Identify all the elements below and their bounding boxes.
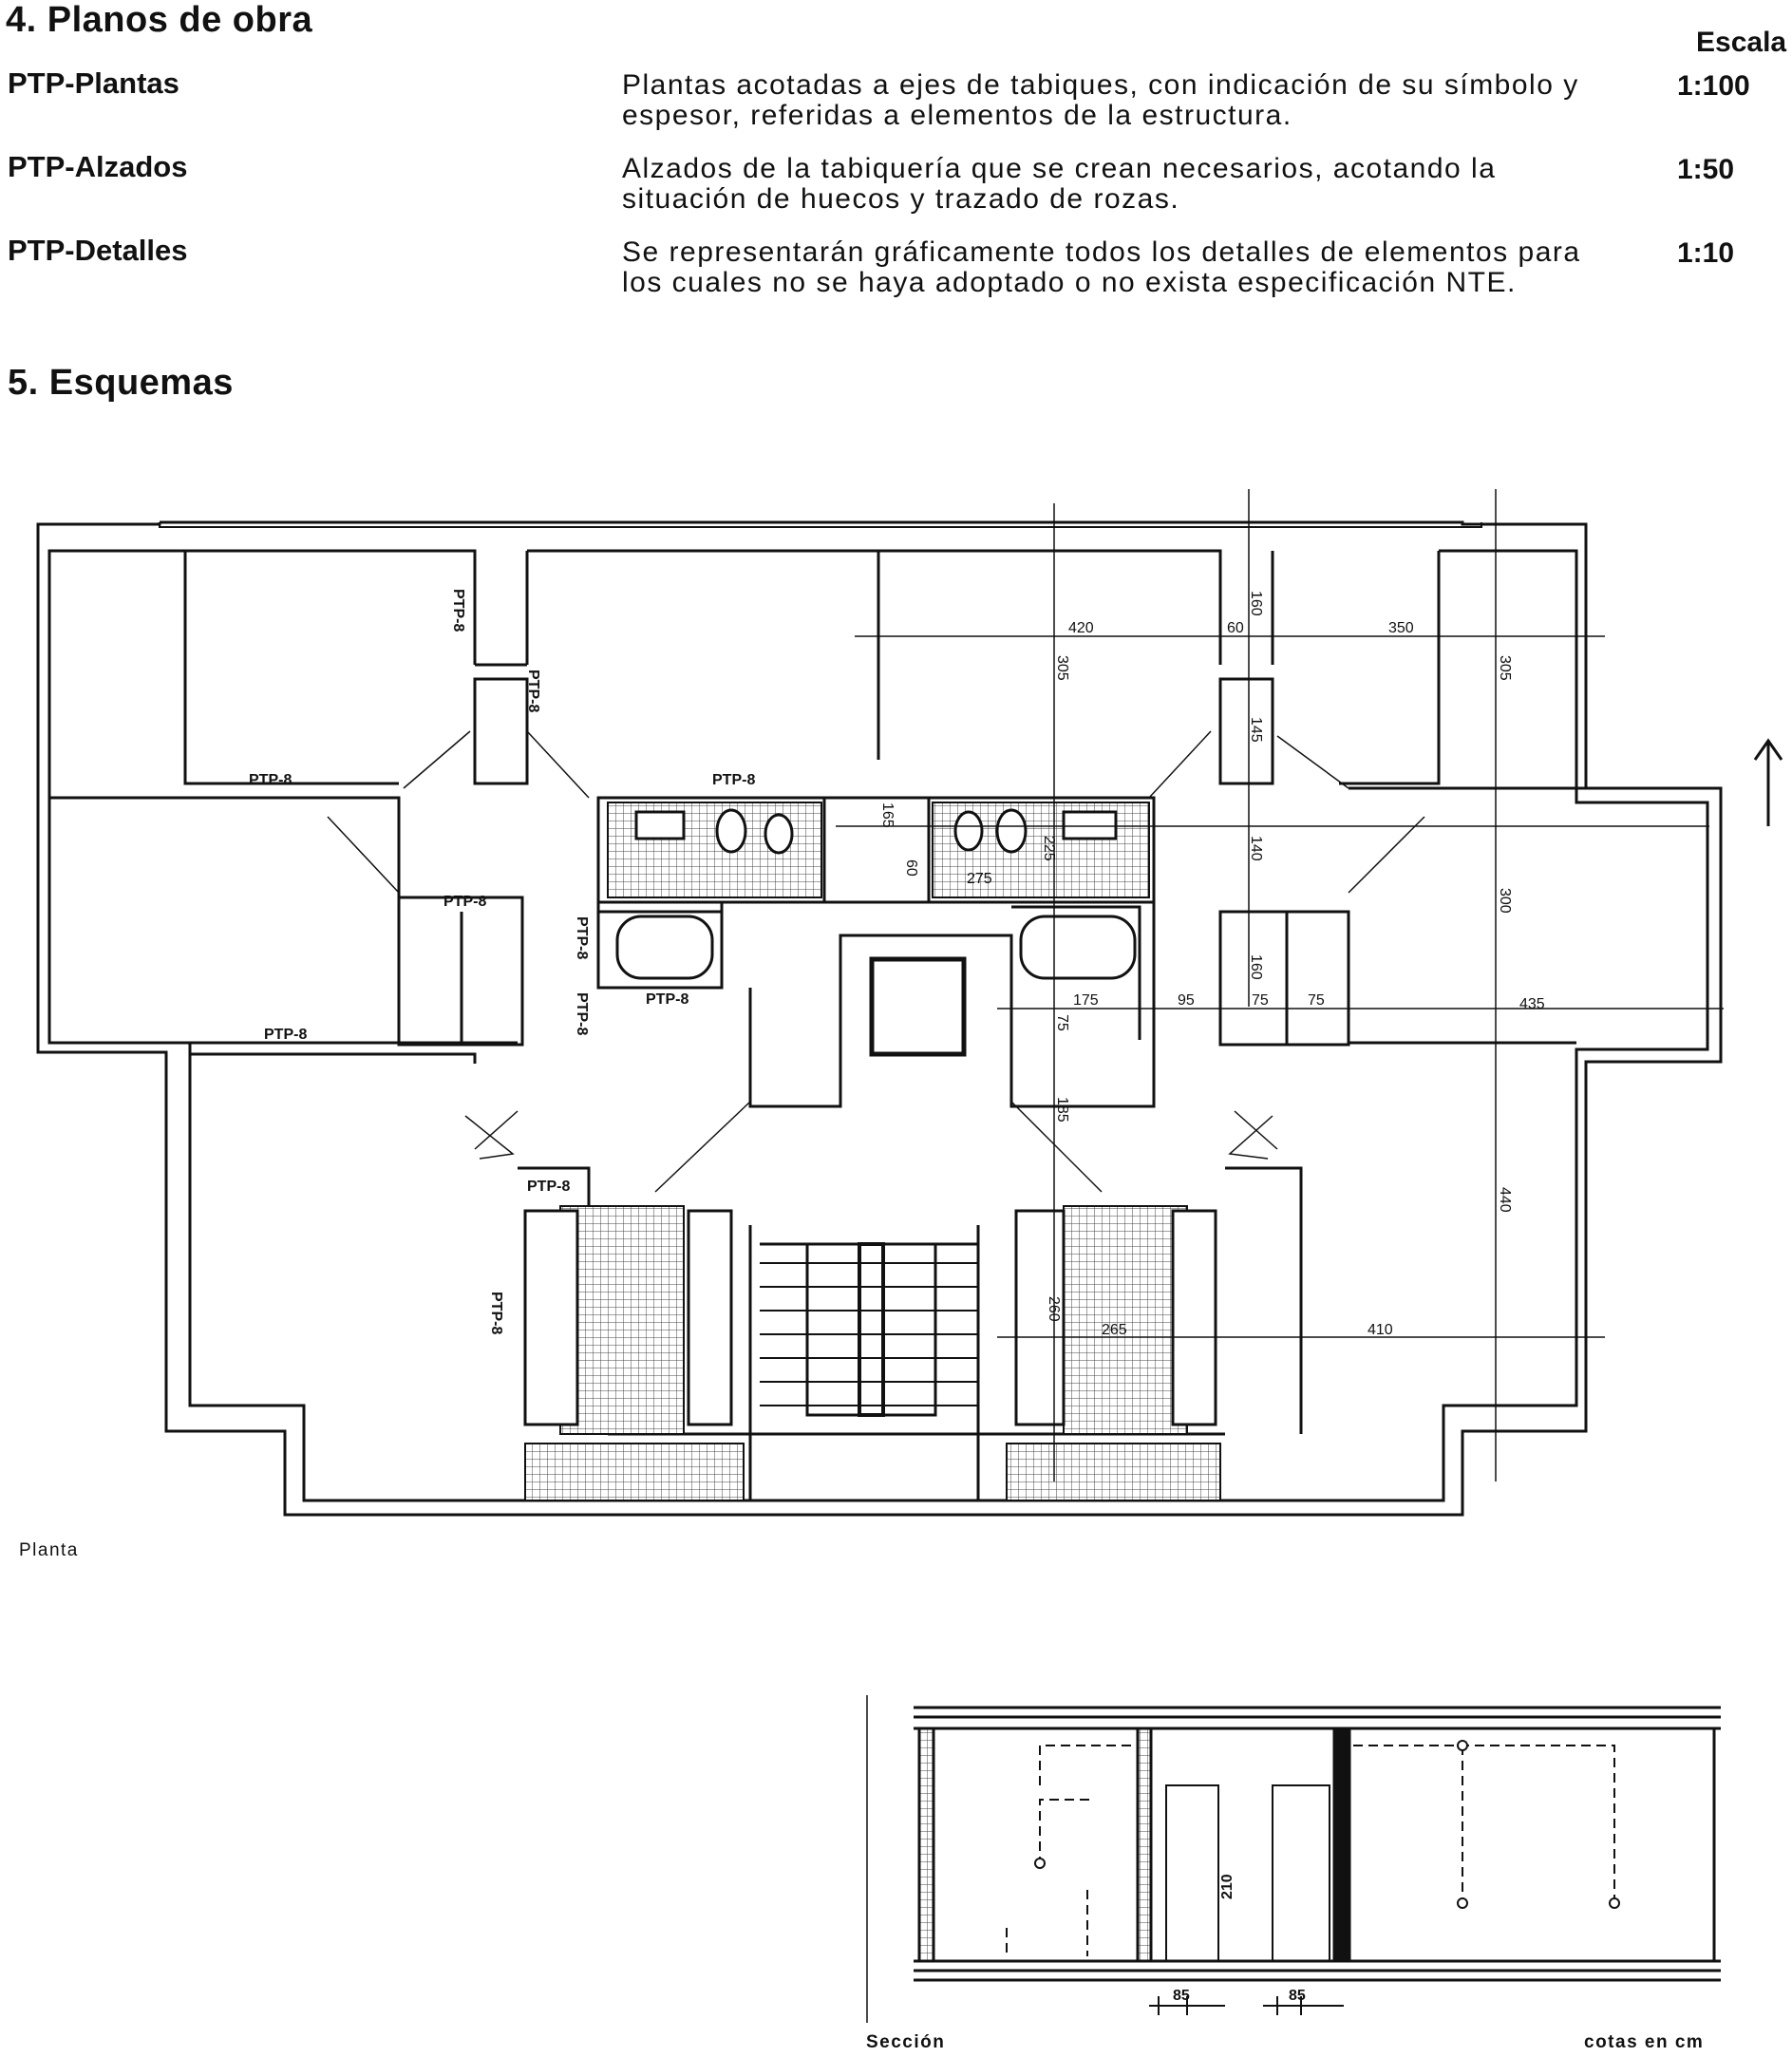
section-4-heading: 4. Planos de obra xyxy=(6,0,313,40)
dim-label: 175 xyxy=(1073,992,1099,1009)
dim-label: 275 xyxy=(967,871,992,887)
ptp-label: PTP-8 xyxy=(264,1027,307,1043)
dim-label: 160 xyxy=(1248,591,1264,616)
dim-label: 165 xyxy=(879,802,896,828)
ptp-label: PTP-8 xyxy=(525,670,541,712)
dim-label: 350 xyxy=(1388,620,1414,636)
ptp-label: PTP-8 xyxy=(249,772,292,788)
dim-label: 85 xyxy=(1173,1988,1190,2004)
plan-caption: Planta xyxy=(19,1540,79,1560)
scale-column-header: Escala xyxy=(1696,27,1787,58)
ptp-label: PTP-8 xyxy=(712,772,755,788)
ptp-label: PTP-8 xyxy=(527,1179,570,1195)
ptp-label: PTP-8 xyxy=(488,1292,504,1334)
dim-label: 225 xyxy=(1041,836,1057,861)
dim-label: 305 xyxy=(1497,655,1513,681)
row-scale-alzados: 1:50 xyxy=(1677,154,1735,185)
dim-label: 260 xyxy=(1046,1296,1062,1322)
dim-label: 75 xyxy=(1308,992,1325,1009)
dim-label: 420 xyxy=(1068,620,1094,636)
ptp-label: PTP-8 xyxy=(450,589,466,632)
north-arrow-icon xyxy=(1753,738,1783,826)
dim-label: 265 xyxy=(1102,1322,1127,1338)
dim-label: 75 xyxy=(1054,1014,1070,1031)
row-desc-alzados: Alzados de la tabiquería que se crean ne… xyxy=(622,153,1497,215)
section-drawing xyxy=(866,1695,1721,2023)
row-scale-plantas: 1:100 xyxy=(1677,70,1750,102)
dim-label: 60 xyxy=(1227,620,1244,636)
dim-label: 185 xyxy=(1054,1097,1070,1123)
units-note: cotas en cm xyxy=(1584,2032,1705,2052)
section-caption: Sección xyxy=(866,2032,946,2052)
dim-label: 305 xyxy=(1054,655,1070,681)
dim-label: 140 xyxy=(1248,836,1264,861)
ptp-label: PTP-8 xyxy=(574,992,590,1035)
ptp-label: PTP-8 xyxy=(443,894,486,910)
row-code-alzados: PTP-Alzados xyxy=(8,150,188,183)
dim-label: 160 xyxy=(1248,954,1264,980)
dim-label: 210 xyxy=(1219,1874,1236,1899)
dim-label: 410 xyxy=(1368,1322,1393,1338)
dim-label: 145 xyxy=(1248,717,1264,743)
ptp-label: PTP-8 xyxy=(646,991,689,1008)
row-desc-detalles: Se representarán gráficamente todos los … xyxy=(622,236,1581,298)
dim-label: 75 xyxy=(1252,992,1269,1009)
row-code-plantas: PTP-Plantas xyxy=(8,66,179,100)
row-code-detalles: PTP-Detalles xyxy=(8,234,188,267)
dim-label: 440 xyxy=(1497,1187,1513,1213)
dim-label: 60 xyxy=(903,859,919,877)
dim-label: 85 xyxy=(1289,1988,1306,2004)
section-5-heading: 5. Esquemas xyxy=(8,363,234,403)
row-scale-detalles: 1:10 xyxy=(1677,237,1735,269)
dim-label: 95 xyxy=(1178,992,1195,1009)
row-desc-plantas: Plantas acotadas a ejes de tabiques, con… xyxy=(622,69,1579,131)
dim-label: 435 xyxy=(1519,996,1545,1012)
ptp-label: PTP-8 xyxy=(574,916,590,959)
dim-label: 300 xyxy=(1497,888,1513,914)
